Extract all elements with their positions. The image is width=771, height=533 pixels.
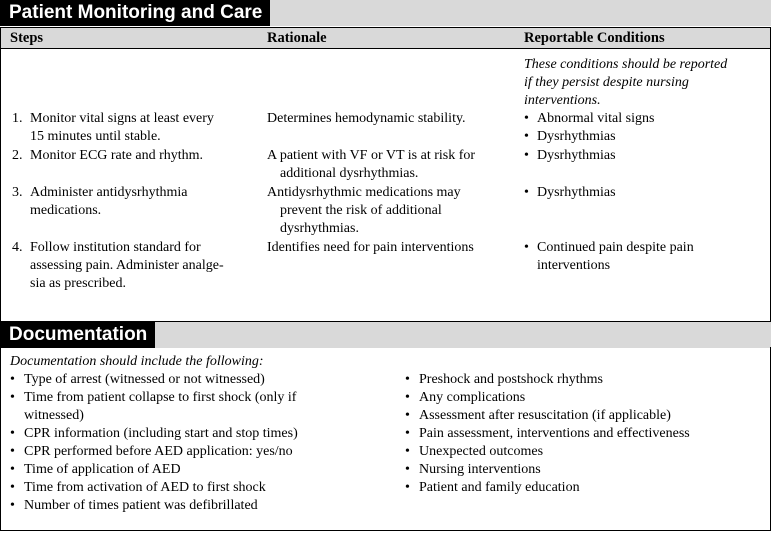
documentation-item: Preshock and postshock rhythms xyxy=(405,371,765,389)
documentation-right-list: Preshock and postshock rhythms Any compl… xyxy=(405,371,765,497)
step-line: sia as prescribed. xyxy=(30,276,127,291)
step-text: Monitor vital signs at least every 15 mi… xyxy=(30,110,214,146)
reportable-note-line: These conditions should be reported xyxy=(524,57,728,72)
reportable-note-line: if they persist despite nursing xyxy=(524,75,689,90)
step-text: Monitor ECG rate and rhythm. xyxy=(30,147,203,165)
documentation-item: Time of application of AED xyxy=(10,461,395,479)
reportable-item: Continued pain despite pain intervention… xyxy=(524,239,694,275)
step-number: 3. xyxy=(12,185,23,200)
table-header-row: Steps Rationale Reportable Conditions xyxy=(1,27,770,49)
step-text: Administer antidysrhythmia medications. xyxy=(30,184,187,220)
documentation-item: Patient and family education xyxy=(405,479,765,497)
step-line: medications. xyxy=(30,203,102,218)
reportable-item: Dysrhythmias xyxy=(524,147,616,165)
reportable-note-line: interventions. xyxy=(524,93,601,108)
documentation-item: Pain assessment, interventions and effec… xyxy=(405,425,765,443)
reportable-item: Abnormal vital signs xyxy=(524,110,654,128)
step-line: Administer antidysrhythmia xyxy=(30,185,188,200)
rationale-line: dysrhythmias. xyxy=(280,221,359,236)
documentation-left-list: Type of arrest (witnessed or not witness… xyxy=(10,371,395,515)
rationale-line: A patient with VF or VT is at risk for xyxy=(267,148,476,163)
rationale-text: Identifies need for pain interventions xyxy=(267,239,474,257)
reportable-item: Dysrhythmias xyxy=(524,184,616,202)
reportable-list: Dysrhythmias xyxy=(524,147,616,165)
header-steps: Steps xyxy=(10,30,44,46)
documentation-item-line: Time from patient collapse to first shoc… xyxy=(24,390,297,405)
reportable-note: These conditions should be reported if t… xyxy=(524,56,727,110)
reportable-list: Dysrhythmias xyxy=(524,184,616,202)
rationale-text: Determines hemodynamic stability. xyxy=(267,110,466,128)
rationale-line: additional dysrhythmias. xyxy=(280,166,419,181)
step-text: Follow institution standard for assessin… xyxy=(30,239,224,293)
monitoring-section-title: Patient Monitoring and Care xyxy=(0,0,271,26)
header-rationale: Rationale xyxy=(267,30,327,46)
rationale-line: Antidysrhythmic medications may xyxy=(267,185,461,200)
rationale-text: A patient with VF or VT is at risk for a… xyxy=(267,147,475,183)
documentation-item: Unexpected outcomes xyxy=(405,443,765,461)
step-number: 1. xyxy=(12,111,23,126)
header-reportable-conditions: Reportable Conditions xyxy=(524,30,665,46)
step-number: 4. xyxy=(12,240,23,255)
documentation-item: CPR performed before AED application: ye… xyxy=(10,443,395,461)
documentation-item: CPR information (including start and sto… xyxy=(10,425,395,443)
documentation-item: Nursing interventions xyxy=(405,461,765,479)
documentation-item-line: witnessed) xyxy=(24,408,84,423)
step-line: 15 minutes until stable. xyxy=(30,129,161,144)
rationale-text: Antidysrhythmic medications may prevent … xyxy=(267,184,461,238)
step-line: assessing pain. Administer analge- xyxy=(30,258,224,273)
step-line: Monitor ECG rate and rhythm. xyxy=(30,148,204,163)
documentation-item: Type of arrest (witnessed or not witness… xyxy=(10,371,395,389)
monitoring-table: Steps Rationale Reportable Conditions Th… xyxy=(0,27,771,322)
documentation-item: Time from activation of AED to first sho… xyxy=(10,479,395,497)
documentation-item: Any complications xyxy=(405,389,765,407)
documentation-section-title: Documentation xyxy=(0,322,156,348)
documentation-item: Number of times patient was defibrillate… xyxy=(10,497,395,515)
rationale-line: Identifies need for pain interventions xyxy=(267,240,474,255)
documentation-box: Documentation should include the followi… xyxy=(0,347,771,531)
reportable-list: Abnormal vital signs Dysrhythmias xyxy=(524,110,654,146)
reportable-item-line: Continued pain despite pain xyxy=(537,240,694,255)
step-line: Follow institution standard for xyxy=(30,240,201,255)
reportable-item-line: interventions xyxy=(537,258,611,273)
reportable-item: Dysrhythmias xyxy=(524,128,654,146)
rationale-line: prevent the risk of additional xyxy=(280,203,442,218)
documentation-intro: Documentation should include the followi… xyxy=(10,354,264,369)
documentation-item: Assessment after resuscitation (if appli… xyxy=(405,407,765,425)
monitoring-section-header: Patient Monitoring and Care xyxy=(0,0,771,26)
documentation-item: Time from patient collapse to first shoc… xyxy=(10,389,395,425)
reportable-list: Continued pain despite pain intervention… xyxy=(524,239,694,275)
rationale-line: Determines hemodynamic stability. xyxy=(267,111,466,126)
documentation-section-header: Documentation xyxy=(0,322,771,348)
step-line: Monitor vital signs at least every xyxy=(30,111,214,126)
step-number: 2. xyxy=(12,148,23,163)
